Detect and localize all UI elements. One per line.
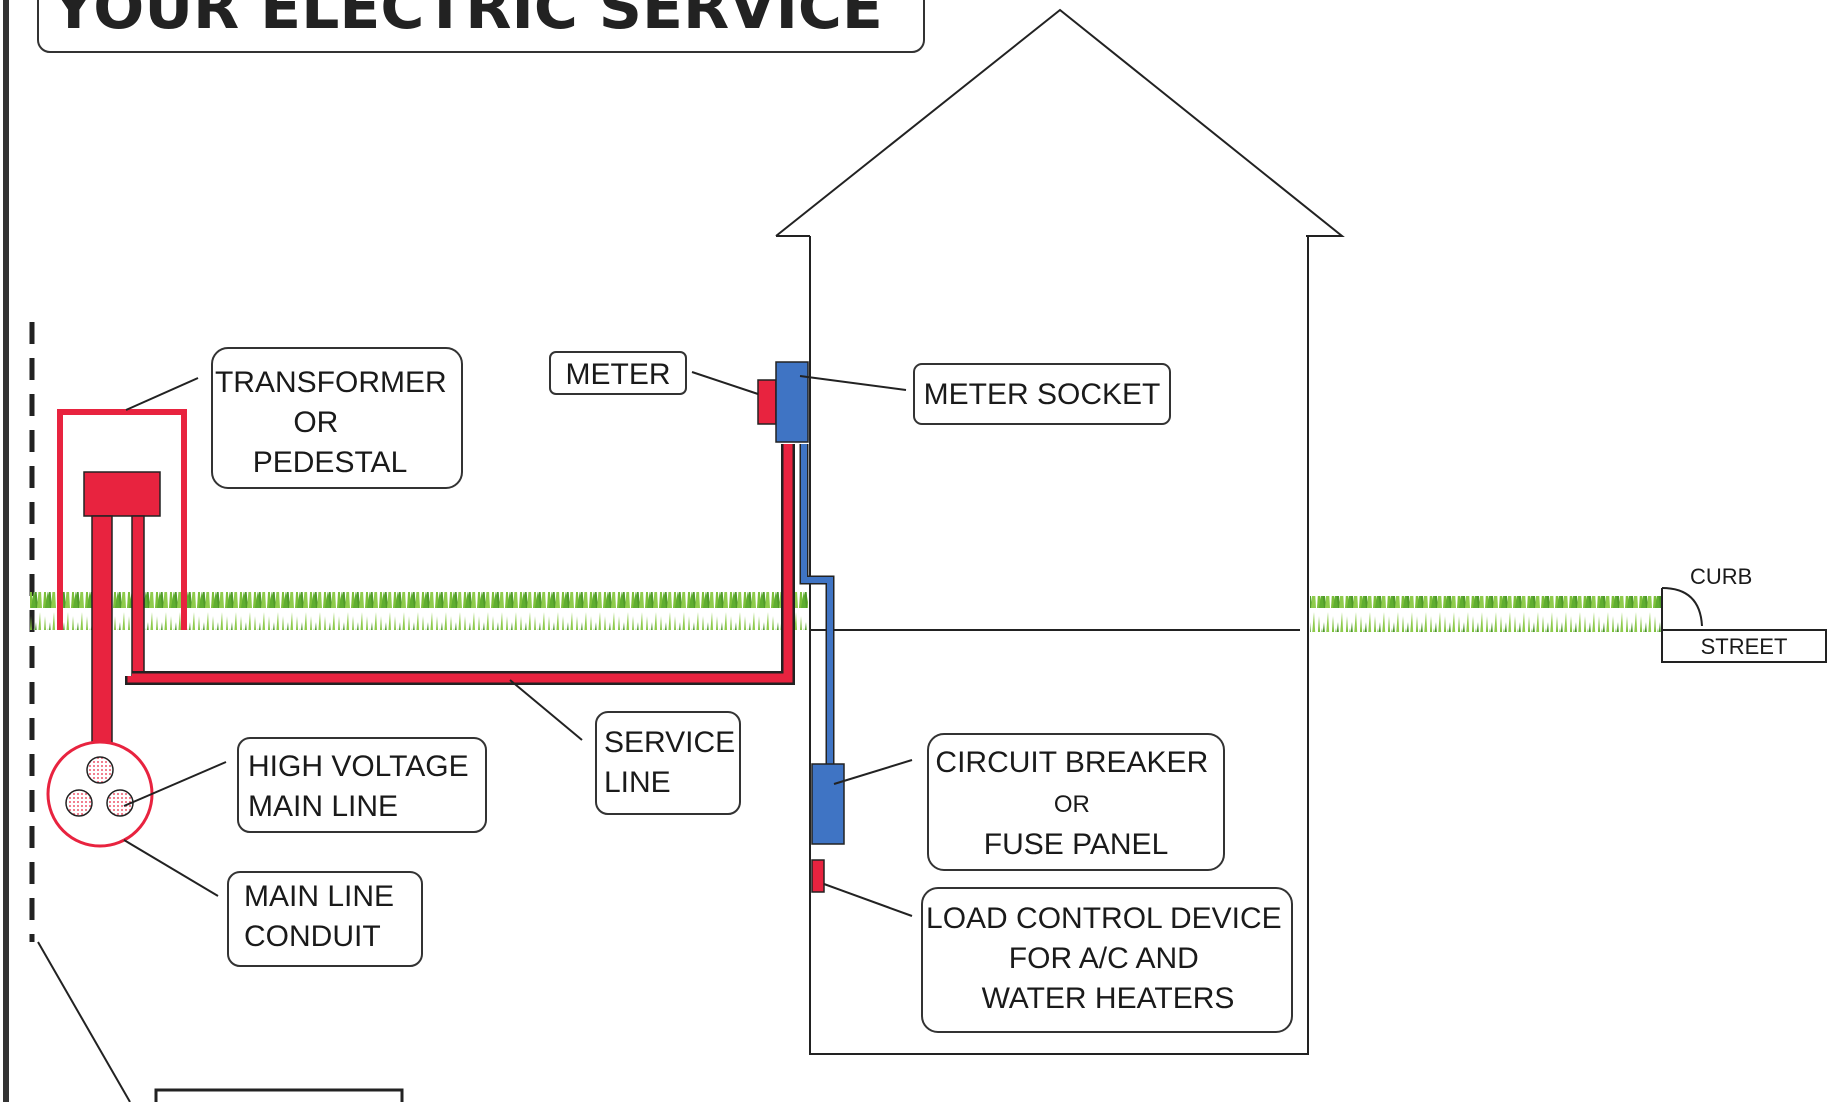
meter-socket-label-box: METER SOCKET [913,363,1171,425]
circuit-breaker-panel [811,763,845,845]
load-control-label-line2: FOR A/C AND [1009,942,1199,975]
service-line-label-line1: SERVICE [604,726,735,759]
circuit-breaker-label-box: CIRCUIT BREAKER OR FUSE PANEL [927,733,1225,871]
svg-text:MAIN LINE CONDUIT: MAIN LINE CONDUIT [244,880,402,953]
load-control-label-box: LOAD CONTROL DEVICE FOR A/C AND WATER HE… [921,887,1293,1033]
svg-text:SERVICE LINE: SERVICE LINE [604,726,744,799]
conduit-label-line2: CONDUIT [244,920,381,953]
transformer-pedestal [57,409,187,761]
grass-right [1310,596,1662,632]
conduit-label-line1: MAIN LINE [244,880,394,913]
high-voltage-label-line2: MAIN LINE [248,790,398,823]
high-voltage-label-line1: HIGH VOLTAGE [248,750,469,783]
svg-text:LOAD CONTROL DEVICE FOR: LOAD CONTROL DEVICE FOR A/C AND WATER HE… [926,902,1290,1015]
circuit-breaker-label-line2: OR [1054,791,1090,818]
meter-socket-label: METER SOCKET [924,378,1161,411]
high-voltage-label-box: HIGH VOLTAGE MAIN LINE [237,737,487,833]
main-line-conduit-label-box: MAIN LINE CONDUIT [227,871,423,967]
service-line [125,444,795,685]
bottom-label-box [154,1088,404,1102]
transformer-label-box: TRANSFORMER OR PEDESTAL [211,347,463,489]
svg-text:CIRCUIT BREAKER OR: CIRCUIT BREAKER OR FUSE PANEL [935,746,1216,861]
meter-label: METER [566,358,671,391]
curb-label: CURB [1690,564,1752,589]
circuit-breaker-label-line3: FUSE PANEL [984,828,1169,861]
meter-label-box: METER [549,351,687,395]
page-title: YOUR ELECTRIC SERVICE [51,0,883,43]
title-box: YOUR ELECTRIC SERVICE [37,0,925,53]
service-line-label-box: SERVICE LINE [595,711,744,815]
load-control-label-line1: LOAD CONTROL DEVICE [926,902,1282,935]
transformer-label-line1: TRANSFORMER [215,366,447,399]
page-border-left [3,0,9,1102]
curb [1661,587,1703,627]
leader-lines [123,371,913,917]
service-line-label-line2: LINE [604,766,671,799]
transformer-label-line2: OR [293,406,338,439]
meter-socket [775,361,809,443]
house-conduit [799,444,835,764]
grass-left [30,592,808,630]
svg-text:HIGH VOLTAGE MAIN LINE: HIGH VOLTAGE MAIN LINE [248,750,477,823]
house [775,8,1345,1055]
main-line-conduit [46,740,154,848]
load-control-device [811,859,825,893]
street [1661,629,1827,663]
meter [757,379,777,425]
svg-text:TRANSFORMER OR PED: TRANSFORMER OR PEDESTAL [215,366,455,479]
street-label: STREET [1701,634,1788,659]
circuit-breaker-label-line1: CIRCUIT BREAKER [935,746,1208,779]
transformer-label-line3: PEDESTAL [253,446,408,479]
property-line-leader [37,941,131,1102]
load-control-label-line3: WATER HEATERS [982,982,1235,1015]
